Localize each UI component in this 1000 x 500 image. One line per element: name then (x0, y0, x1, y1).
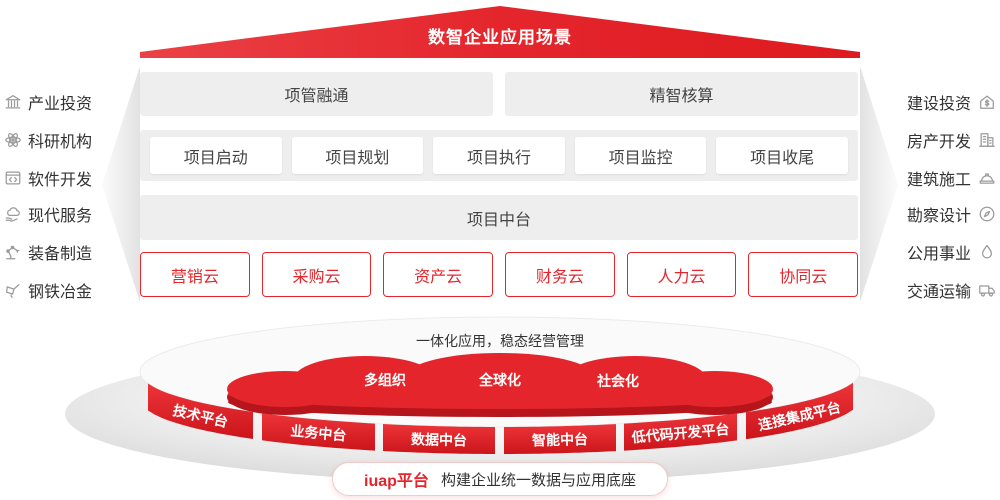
phase-execution: 项目执行 (433, 137, 565, 174)
phase-closing: 项目收尾 (716, 137, 848, 174)
truck-icon (978, 281, 996, 299)
platform-segment-shape (504, 424, 616, 454)
cloud-procurement[interactable]: 采购云 (261, 252, 372, 297)
cloud-finance[interactable]: 财务云 (505, 252, 615, 297)
industry-item-left: 软件开发 (4, 167, 92, 189)
platform-badge: iuap平台 构建企业统一数据与应用底座 (332, 462, 668, 496)
phase-initiation: 项目启动 (150, 137, 282, 174)
cloud-service-icon (4, 205, 22, 223)
platform-segment-shape (746, 382, 853, 440)
industry-label: 产业投资 (28, 96, 93, 113)
platform-label: 业务中台 (290, 423, 347, 444)
platform-segment-business: 业务中台 (262, 413, 375, 451)
platform-segment-data: 数据中台 (383, 424, 495, 454)
core-feature-multi-org: 多组织 (364, 372, 406, 388)
platform-segment-shape (383, 424, 495, 454)
project-phases: 项目启动 项目规划 项目执行 项目监控 项目收尾 (140, 130, 858, 181)
platform-segment-shape (624, 413, 737, 451)
platform-segment-lowcode: 低代码开发平台 (624, 413, 737, 451)
bank-icon (4, 93, 22, 111)
core-cloud: 多组织 全球化 社会化 (227, 353, 773, 417)
ladle-icon (4, 281, 22, 299)
cloud-marketing[interactable]: 营销云 (140, 252, 250, 297)
compass-globe-icon (978, 205, 996, 223)
industry-label: 交通运输 (906, 284, 971, 301)
atom-icon (4, 131, 22, 149)
industry-item-left: 产业投资 (4, 91, 92, 113)
industry-item-left: 科研机构 (4, 129, 92, 151)
platform-brand: iuap平台 (364, 473, 429, 490)
industry-item-left: 装备制造 (4, 241, 92, 263)
industry-label: 现代服务 (28, 208, 93, 225)
platform-segment-shape (148, 383, 253, 439)
industry-item-right: 建筑施工 (907, 167, 996, 189)
industry-label: 钢铁冶金 (28, 284, 93, 301)
hardhat-icon (978, 169, 996, 187)
cloud-assets[interactable]: 资产云 (383, 252, 494, 297)
platform-ring: 技术平台业务中台数据中台智能中台低代码开发平台连接集成平台 (148, 382, 853, 454)
core-cloud-top (227, 353, 773, 409)
core-feature-globalization: 全球化 (478, 372, 521, 388)
water-drop-icon (978, 243, 996, 261)
industry-item-right: 交通运输 (907, 279, 996, 301)
right-chevron (860, 66, 898, 302)
cloud-services: 营销云 采购云 资产云 财务云 人力云 协同云 (140, 252, 859, 297)
left-chevron (102, 66, 140, 302)
scenario-project-integration: 项管融通 (140, 72, 493, 116)
tagline: 一体化应用，稳态经营管理 (416, 333, 584, 349)
platform-description: 构建企业统一数据与应用底座 (440, 471, 636, 489)
project-middle-platform: 项目中台 (140, 195, 858, 240)
industry-item-right: 勘察设计 (907, 203, 996, 225)
industry-label: 建筑施工 (906, 172, 971, 189)
core-feature-socialization: 社会化 (596, 373, 639, 389)
industry-item-right: 房产开发 (907, 129, 996, 151)
industry-label: 装备制造 (28, 246, 93, 263)
platform-segment-shape (262, 413, 375, 451)
industry-label: 公用事业 (906, 246, 971, 263)
buildings-icon (978, 131, 996, 149)
industry-item-left: 现代服务 (4, 203, 92, 225)
cloud-collaboration[interactable]: 协同云 (748, 252, 859, 297)
dollar-building-icon (978, 93, 996, 111)
platform-label: 智能中台 (531, 431, 588, 448)
industry-item-right: 建设投资 (907, 91, 996, 113)
platform-segment-ai: 智能中台 (504, 424, 616, 454)
industry-item-right: 公用事业 (907, 241, 996, 263)
robot-arm-icon (4, 243, 22, 261)
industry-item-left: 钢铁冶金 (4, 279, 92, 301)
industry-label: 软件开发 (28, 172, 93, 189)
code-window-icon (4, 169, 22, 187)
industry-label: 科研机构 (28, 134, 93, 151)
phase-monitoring: 项目监控 (574, 137, 707, 174)
industry-label: 建设投资 (906, 96, 971, 113)
industry-label: 房产开发 (906, 134, 971, 151)
roof-banner (140, 6, 860, 58)
industry-label: 勘察设计 (906, 208, 971, 225)
scenario-smart-accounting: 精智核算 (505, 72, 858, 116)
platform-label: 数据中台 (411, 431, 467, 448)
page-title: 数智企业应用场景 (428, 28, 572, 47)
phase-planning: 项目规划 (291, 137, 424, 174)
cloud-hr[interactable]: 人力云 (626, 252, 737, 297)
